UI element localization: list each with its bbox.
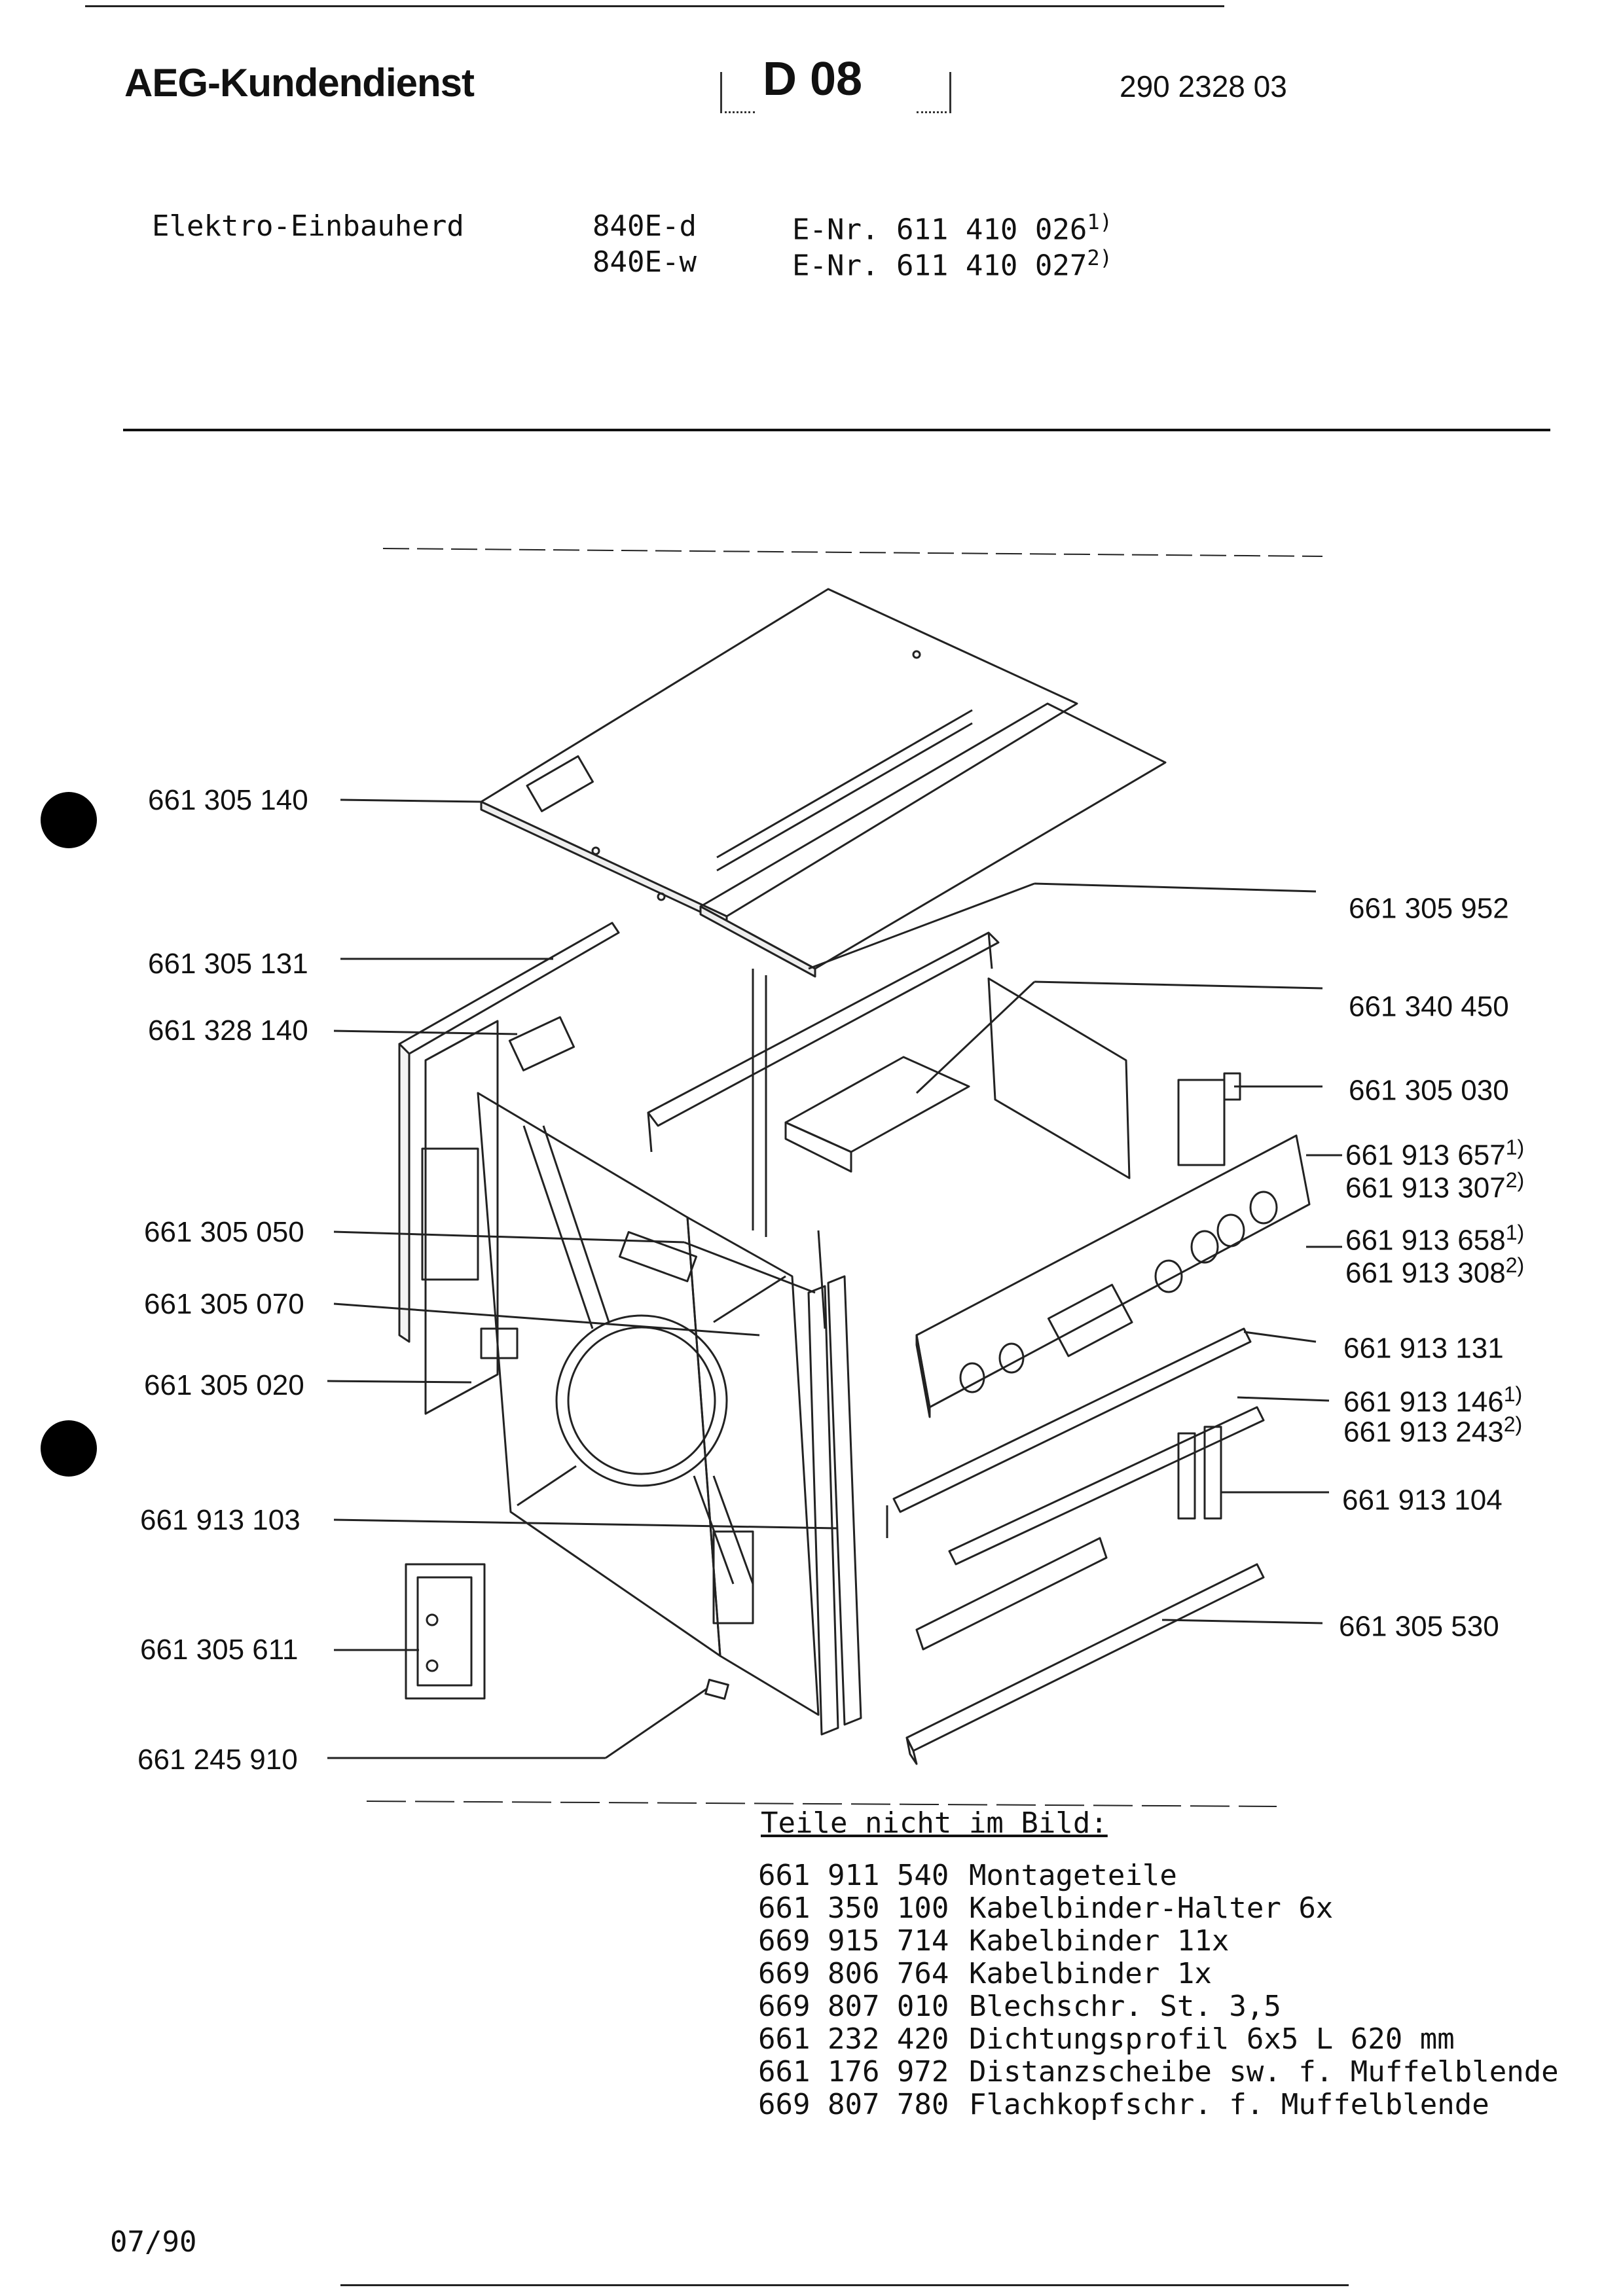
callout-label: 661 913 3082) xyxy=(1345,1253,1524,1290)
section-bracket-right xyxy=(917,72,951,113)
callout-label: 661 340 450 xyxy=(1349,987,1509,1024)
part-description: Kabelbinder-Halter 6x xyxy=(969,1892,1334,1925)
callout-label: 661 305 140 xyxy=(148,784,308,816)
left-side-panel xyxy=(398,922,620,1415)
part-number: 669 807 780 xyxy=(758,2088,949,2121)
part-number: 661 176 972 xyxy=(758,2055,949,2089)
product-name: Elektro-Einbauherd xyxy=(152,209,464,243)
model-enr: E-Nr. 611 410 0272) xyxy=(792,245,1112,283)
section-bracket-left xyxy=(720,72,755,113)
callout-label: 661 913 103 xyxy=(140,1504,301,1536)
part-description: Flachkopfschr. f. Muffelblende xyxy=(969,2088,1489,2121)
leader-lines-left xyxy=(327,798,839,1759)
footnote-marker: 2) xyxy=(1087,245,1112,270)
footnote-marker: 2) xyxy=(1503,1412,1523,1436)
callout-label: 661 913 3072) xyxy=(1345,1168,1524,1205)
header-divider xyxy=(123,429,1550,431)
part-number: 661 350 100 xyxy=(758,1892,949,1925)
callout-label: 661 305 952 xyxy=(1349,889,1509,925)
callout-label: 661 305 050 xyxy=(144,1216,304,1248)
hinge-part xyxy=(405,1563,486,1700)
door-frame-strip xyxy=(807,1275,862,1736)
callout-label: 661 305 070 xyxy=(144,1288,304,1320)
rear-wall xyxy=(477,1092,820,1716)
frame-line-bottom xyxy=(366,1801,1277,1807)
callout-label: 661 305 131 xyxy=(148,948,308,980)
part-number: 661 305 530 xyxy=(1339,1610,1499,1643)
part-number: 661 340 450 xyxy=(1349,990,1509,1023)
top-rule xyxy=(85,5,1224,7)
callout-label: 661 913 104 xyxy=(1342,1480,1503,1517)
bottom-rule xyxy=(340,2284,1349,2286)
part-description: Blechschr. St. 3,5 xyxy=(969,1990,1281,2023)
part-number: 661 305 952 xyxy=(1349,892,1509,925)
callout-label: 661 913 1461) xyxy=(1343,1382,1522,1419)
part-number: 661 305 030 xyxy=(1349,1074,1509,1107)
lower-rails xyxy=(886,1327,1265,1651)
footnote-marker: 1) xyxy=(1505,1221,1525,1244)
grommet xyxy=(508,1016,575,1071)
control-panel xyxy=(915,1072,1311,1418)
small-clip xyxy=(704,1678,729,1700)
footnote-marker: 1) xyxy=(1087,209,1112,234)
callout-label: 661 913 6581) xyxy=(1345,1221,1524,1257)
punch-hole xyxy=(41,792,97,848)
callout-label: 661 305 030 xyxy=(1349,1071,1509,1107)
part-number: 661 913 243 xyxy=(1343,1416,1504,1448)
part-number: 661 913 657 xyxy=(1345,1139,1506,1172)
part-number: 661 913 104 xyxy=(1342,1484,1503,1516)
footnote-marker: 1) xyxy=(1503,1382,1523,1406)
footnote-marker: 1) xyxy=(1505,1136,1525,1159)
part-number: 669 807 010 xyxy=(758,1990,949,2023)
punch-hole xyxy=(41,1420,97,1477)
revision-date: 07/90 xyxy=(110,2225,197,2259)
part-number: 669 806 764 xyxy=(758,1957,949,1990)
callout-label: 661 245 910 xyxy=(137,1744,298,1776)
part-number: 669 915 714 xyxy=(758,1924,949,1958)
leader-lines-right xyxy=(808,882,1342,1624)
model-code: 840E-d xyxy=(593,209,697,243)
top-cover xyxy=(480,588,1167,978)
part-number: 661 913 308 xyxy=(1345,1257,1506,1289)
callout-label: 661 305 020 xyxy=(144,1369,304,1401)
model-code: 840E-w xyxy=(593,245,697,279)
part-description: Kabelbinder 11x xyxy=(969,1924,1230,1958)
right-side-panel xyxy=(752,969,1131,1329)
part-description: Kabelbinder 1x xyxy=(969,1957,1212,1990)
part-number: 661 913 658 xyxy=(1345,1224,1506,1257)
parts-not-shown-heading: Teile nicht im Bild: xyxy=(761,1806,1108,1840)
part-number: 661 911 540 xyxy=(758,1859,949,1892)
rear-fan-opening xyxy=(555,1314,728,1487)
footnote-marker: 2) xyxy=(1505,1168,1525,1192)
brand-title: AEG-Kundendienst xyxy=(124,61,475,105)
enr-number: E-Nr. 611 410 026 xyxy=(792,213,1087,247)
top-cover-cutout xyxy=(526,755,594,812)
callout-label: 661 913 131 xyxy=(1343,1329,1504,1365)
part-description: Montageteile xyxy=(969,1859,1177,1892)
callout-label: 661 328 140 xyxy=(148,1014,308,1047)
footnote-marker: 2) xyxy=(1505,1253,1525,1277)
part-number: 661 913 131 xyxy=(1343,1332,1504,1365)
callout-label: 661 913 2432) xyxy=(1343,1412,1522,1449)
enr-number: E-Nr. 611 410 027 xyxy=(792,249,1087,283)
mounting-bracket xyxy=(784,1056,970,1173)
callout-label: 661 913 6571) xyxy=(1345,1136,1524,1172)
document-number: 290 2328 03 xyxy=(1120,69,1287,103)
section-code: D 08 xyxy=(763,53,863,105)
model-enr: E-Nr. 611 410 0261) xyxy=(792,209,1112,247)
part-number: 661 913 146 xyxy=(1343,1386,1504,1418)
part-number: 661 913 307 xyxy=(1345,1172,1506,1204)
part-description: Dichtungsprofil 6x5 L 620 mm xyxy=(969,2022,1455,2056)
frame-line-top xyxy=(382,548,1323,557)
part-description: Distanzscheibe sw. f. Muffelblende xyxy=(969,2055,1559,2089)
display-window xyxy=(1047,1283,1133,1357)
part-number: 661 232 420 xyxy=(758,2022,949,2056)
bottom-trim xyxy=(905,1563,1265,1765)
cross-rail xyxy=(647,931,1000,1153)
callout-label: 661 305 611 xyxy=(140,1634,299,1666)
callout-label: 661 305 530 xyxy=(1339,1607,1499,1643)
